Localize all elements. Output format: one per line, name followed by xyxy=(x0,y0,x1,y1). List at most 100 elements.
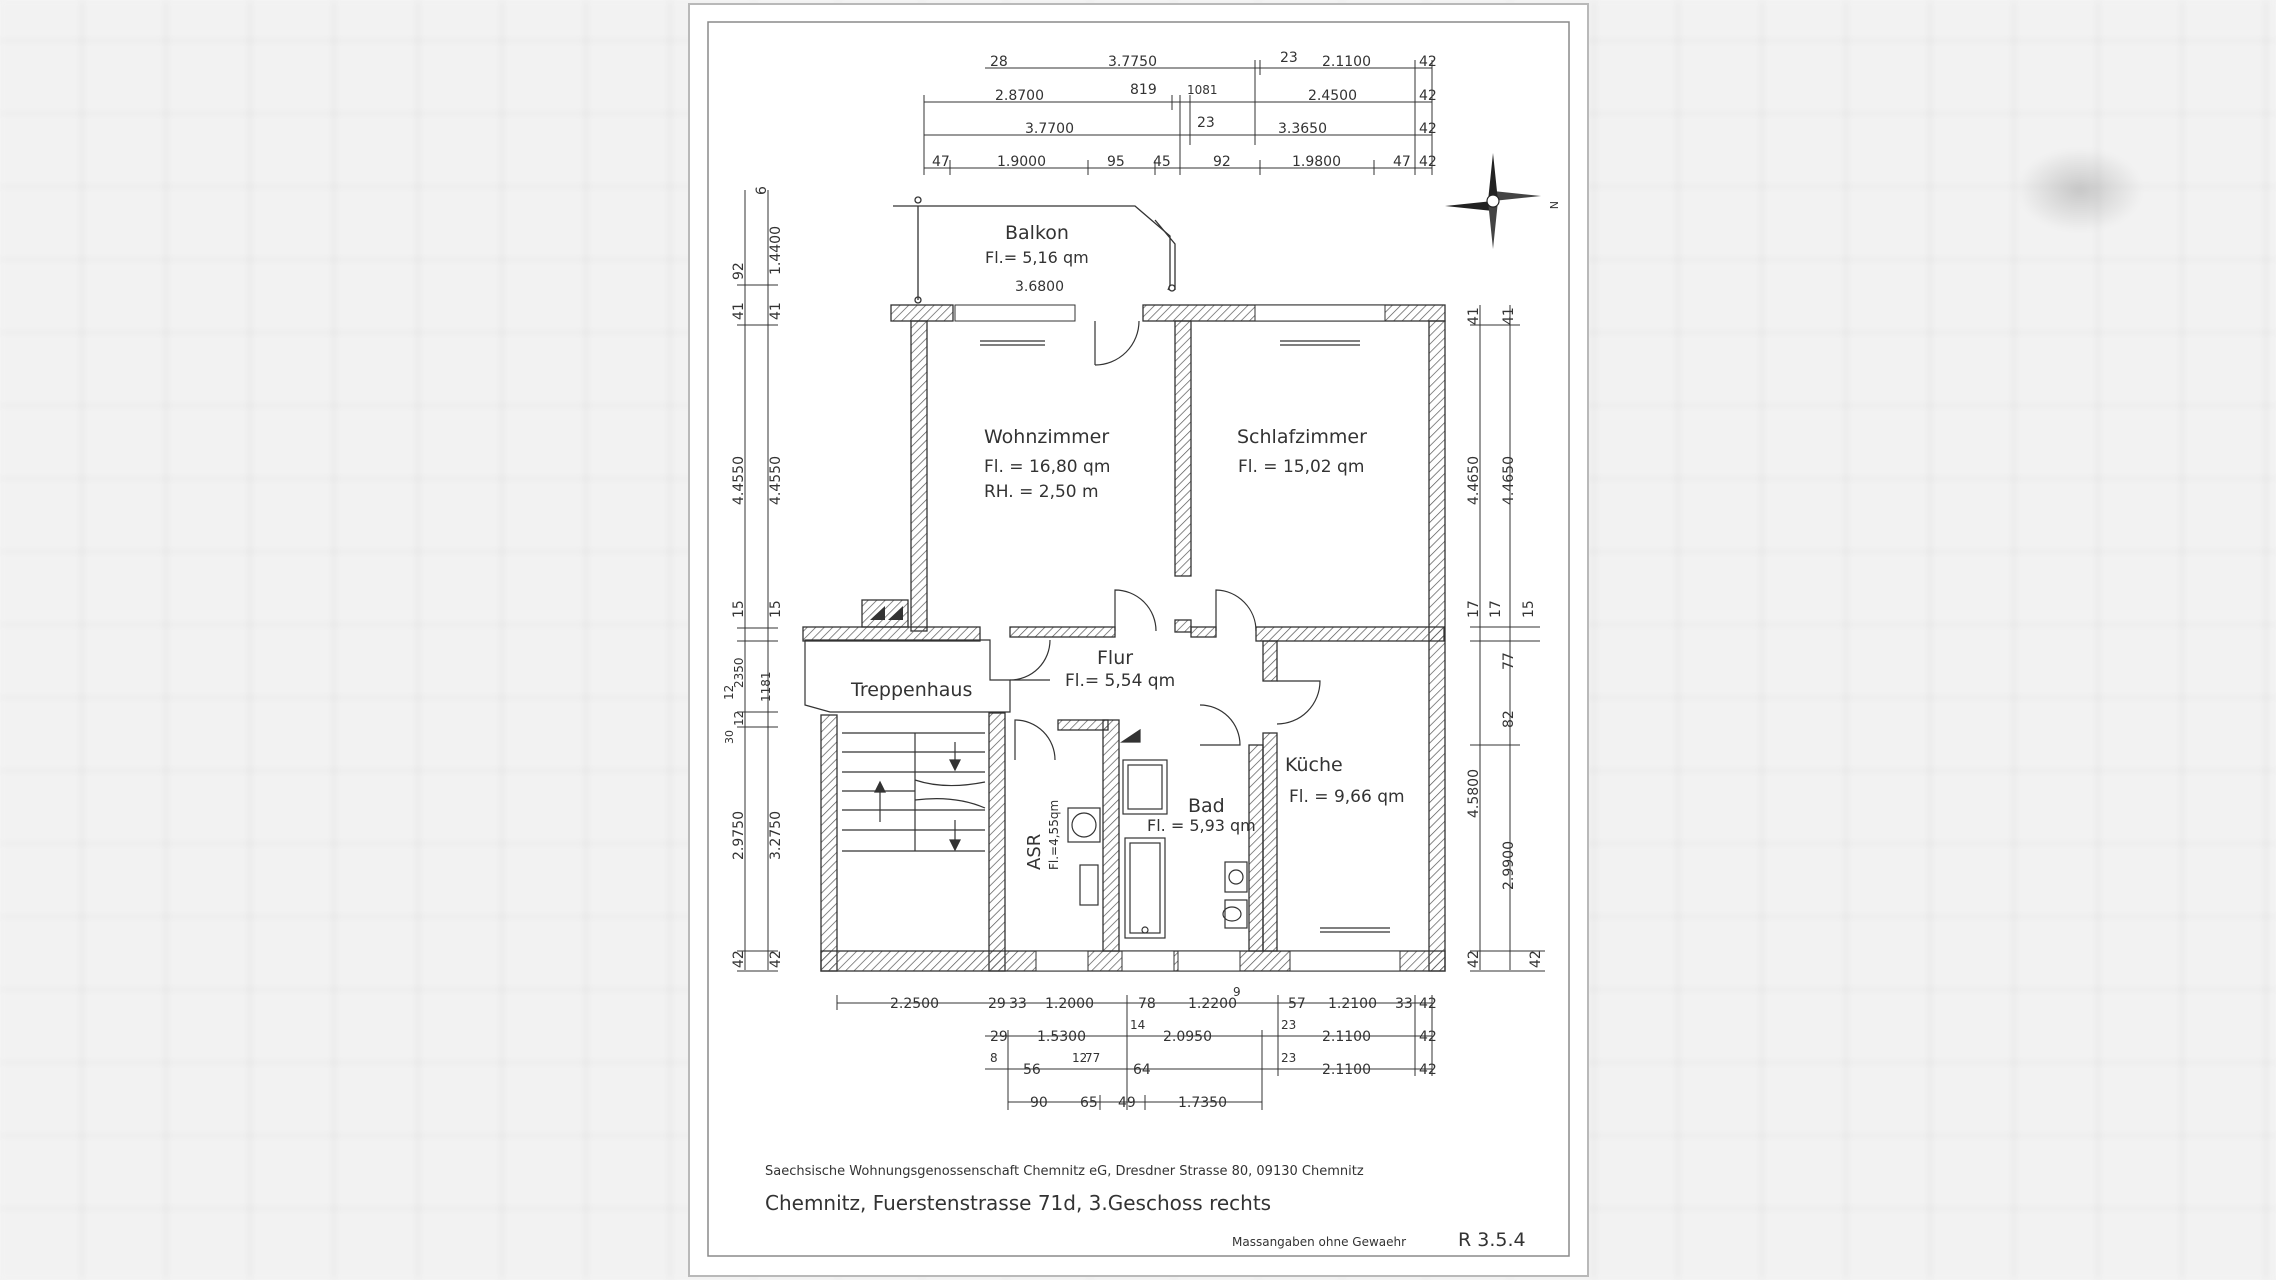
bathroom-fixtures xyxy=(1067,728,1248,939)
window-sills xyxy=(980,340,1390,933)
dim-bottom-2-4: 2.0950 xyxy=(1163,1029,1212,1045)
dim-right-5: 17 xyxy=(1466,600,1482,618)
dim-top-3-4: 42 xyxy=(1419,121,1437,137)
wohnzimmer-name: Wohnzimmer xyxy=(984,426,1109,448)
dim-left-11: 12 xyxy=(722,685,736,700)
dim-top-2-5: 42 xyxy=(1419,88,1437,104)
chimney-vents xyxy=(870,606,903,620)
dim-left-12: 1181 xyxy=(759,671,773,702)
dim-bottom-2-3: 14 xyxy=(1130,1018,1145,1032)
dim-right-7: 15 xyxy=(1521,600,1537,618)
schlafzimmer-name: Schlafzimmer xyxy=(1237,426,1367,448)
disclaimer: Massangaben ohne Gewaehr xyxy=(1232,1235,1406,1249)
dim-bottom-3-1: 8 xyxy=(990,1051,998,1065)
dim-bottom-1-5: 78 xyxy=(1138,996,1156,1012)
dim-bottom-2-7: 42 xyxy=(1419,1029,1437,1045)
walls xyxy=(802,304,1446,972)
dim-bottom-1-10: 33 xyxy=(1395,996,1413,1012)
dim-right-12: 42 xyxy=(1466,950,1482,968)
dim-top-1-4: 2.1100 xyxy=(1322,54,1371,70)
asr-name: ASR xyxy=(1024,834,1045,870)
dim-bottom-3-4: 77 xyxy=(1085,1051,1100,1065)
dim-bottom-1-2: 29 xyxy=(988,996,1006,1012)
dim-left-8: 15 xyxy=(731,600,747,618)
dim-bottom-4-1: 90 xyxy=(1030,1095,1048,1111)
dim-left-17: 42 xyxy=(731,950,747,968)
dim-right-4: 4.4650 xyxy=(1501,456,1517,505)
dim-bottom-4-3: 49 xyxy=(1118,1095,1136,1111)
dim-right-11: 2.9900 xyxy=(1501,841,1517,890)
balcony-outline xyxy=(893,196,1176,304)
staircase xyxy=(804,639,1011,852)
dim-bottom-3-2: 56 xyxy=(1023,1062,1041,1078)
balkon-width: 3.6800 xyxy=(1015,279,1064,295)
dim-bottom-1-9: 1.2100 xyxy=(1328,996,1377,1012)
balkon-area: Fl.= 5,16 qm xyxy=(985,248,1089,267)
dim-bottom-3-6: 23 xyxy=(1281,1051,1296,1065)
dim-left-3: 92 xyxy=(731,262,747,280)
dim-left-10: 2350 xyxy=(732,657,746,688)
doors xyxy=(1009,320,1321,761)
dim-bottom-1-1: 2.2500 xyxy=(890,996,939,1012)
dim-bottom-3-5: 64 xyxy=(1133,1062,1151,1078)
dim-top-2-3: 1081 xyxy=(1187,83,1218,97)
dim-bottom-1-8: 57 xyxy=(1288,996,1306,1012)
dimension-lines xyxy=(737,60,1545,1110)
dim-top-2-1: 2.8700 xyxy=(995,88,1044,104)
dim-top-1-5: 42 xyxy=(1419,54,1437,70)
dim-bottom-2-6: 2.1100 xyxy=(1322,1029,1371,1045)
dim-left-5: 41 xyxy=(768,302,784,320)
dim-left-6: 4.4550 xyxy=(731,456,747,505)
dim-right-13: 42 xyxy=(1528,950,1544,968)
treppenhaus-name: Treppenhaus xyxy=(850,679,972,701)
dim-top-3-2: 23 xyxy=(1197,115,1215,131)
dim-bottom-4-2: 65 xyxy=(1080,1095,1098,1111)
dim-left-14: 30 xyxy=(723,730,736,744)
flur-area: Fl.= 5,54 qm xyxy=(1065,671,1175,691)
dim-bottom-3-7: 2.1100 xyxy=(1322,1062,1371,1078)
dim-top-4-4: 45 xyxy=(1153,154,1171,170)
balkon-name: Balkon xyxy=(1005,222,1069,244)
dim-right-9: 82 xyxy=(1501,710,1517,728)
compass-rose-icon: N xyxy=(1445,153,1560,249)
flur-name: Flur xyxy=(1097,647,1133,669)
windows xyxy=(954,304,1401,972)
dim-bottom-2-1: 29 xyxy=(990,1029,1008,1045)
dim-top-4-2: 1.9000 xyxy=(997,154,1046,170)
dim-left-18: 42 xyxy=(768,950,784,968)
dim-right-3: 4.4650 xyxy=(1466,456,1482,505)
dim-bottom-2-2: 1.5300 xyxy=(1037,1029,1086,1045)
dim-bottom-1-11: 42 xyxy=(1419,996,1437,1012)
dim-bottom-1-7: 1.2200 xyxy=(1188,996,1237,1012)
kueche-area: Fl. = 9,66 qm xyxy=(1289,787,1405,807)
dim-top-4-1: 47 xyxy=(932,154,950,170)
dim-top-4-8: 42 xyxy=(1419,154,1437,170)
bad-area: Fl. = 5,93 qm xyxy=(1147,816,1256,835)
dim-top-4-5: 92 xyxy=(1213,154,1231,170)
dim-left-15: 2.9750 xyxy=(731,811,747,860)
wohnzimmer-area: Fl. = 16,80 qm xyxy=(984,457,1110,477)
dim-left-1: 6 xyxy=(754,186,770,195)
dim-left-2: 1.4400 xyxy=(768,226,784,275)
dim-left-16: 3.2750 xyxy=(768,811,784,860)
dim-right-10: 4.5800 xyxy=(1466,769,1482,818)
kueche-name: Küche xyxy=(1285,754,1343,776)
plan-reference: R 3.5.4 xyxy=(1458,1229,1526,1251)
dim-top-3-3: 3.3650 xyxy=(1278,121,1327,137)
dim-right-6: 17 xyxy=(1488,600,1504,618)
dim-top-4-6: 1.9800 xyxy=(1292,154,1341,170)
dim-top-4-3: 95 xyxy=(1107,154,1125,170)
dim-left-13: 12 xyxy=(732,711,746,726)
dim-right-2: 41 xyxy=(1501,307,1517,325)
dim-left-7: 4.4550 xyxy=(768,456,784,505)
dim-bottom-2-5: 23 xyxy=(1281,1018,1296,1032)
asr-area: Fl.=4,55qm xyxy=(1047,800,1061,870)
dim-left-4: 41 xyxy=(731,302,747,320)
bad-name: Bad xyxy=(1188,795,1225,817)
dim-right-8: 77 xyxy=(1501,652,1517,670)
company-line: Saechsische Wohnungsgenossenschaft Chemn… xyxy=(765,1164,1364,1179)
dim-top-3-1: 3.7700 xyxy=(1025,121,1074,137)
schlafzimmer-area: Fl. = 15,02 qm xyxy=(1238,457,1364,477)
dim-bottom-1-3: 33 xyxy=(1009,996,1027,1012)
